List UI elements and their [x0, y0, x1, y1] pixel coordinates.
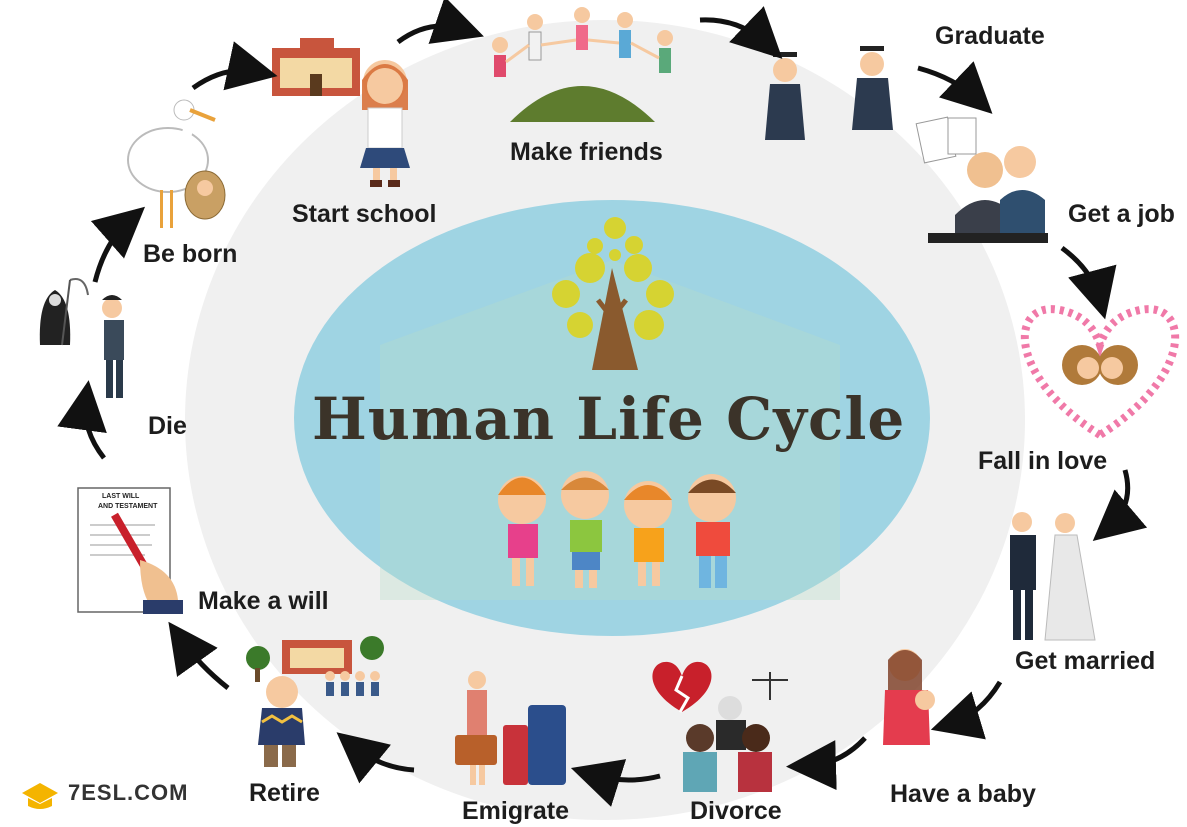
stage-label-emigrate: Emigrate	[462, 797, 569, 825]
brand-logo-icon	[22, 783, 58, 809]
arrow-friends-to-graduate	[699, 6, 783, 59]
children-illustration	[498, 471, 736, 588]
stage-label-graduate: Graduate	[935, 22, 1045, 50]
will-document-line-2: AND TESTAMENT	[98, 503, 158, 510]
stage-label-get-a-job: Get a job	[1068, 200, 1175, 228]
graduates-icon	[765, 46, 893, 140]
arrow-emigrate-to-retire	[336, 732, 415, 784]
arrow-school-to-friends	[396, 0, 484, 45]
stage-label-get-married: Get married	[1015, 647, 1156, 675]
schoolgirl-icon	[360, 60, 410, 187]
tree-icon	[552, 217, 674, 370]
job-interview-icon	[915, 116, 1048, 243]
wedding-couple-icon	[1010, 512, 1096, 641]
stage-label-make-a-will: Make a will	[198, 587, 329, 615]
sad-man-icon	[102, 295, 124, 398]
stage-label-die: Die	[148, 412, 187, 440]
arrow-divorce-to-emigrate	[570, 759, 661, 807]
stage-label-be-born: Be born	[143, 240, 238, 268]
stage-label-have-a-baby: Have a baby	[890, 780, 1036, 808]
stage-label-make-friends: Make friends	[510, 138, 663, 166]
will-document-icon	[77, 487, 183, 614]
mother-baby-icon	[883, 649, 935, 745]
friends-group-icon	[492, 7, 673, 122]
school-building-icon	[272, 38, 360, 96]
brand-name: 7ESL.COM	[68, 780, 189, 805]
stork-icon	[127, 96, 226, 228]
arrow-baby-to-divorce	[786, 736, 867, 791]
arrow-job-to-love	[1060, 245, 1117, 320]
heart-couple-icon	[1020, 305, 1180, 440]
brand-logo[interactable]: 7ESL.COM	[18, 778, 188, 808]
stage-label-fall-in-love: Fall in love	[978, 447, 1108, 475]
arrow-die-to-born	[90, 206, 146, 283]
stage-label-start-school: Start school	[292, 200, 437, 228]
cycle-arrows	[57, 0, 1148, 807]
emigrant-luggage-icon	[455, 671, 566, 785]
will-document-line-1: LAST WILL	[102, 493, 140, 500]
arrow-die-to-will-reverse	[57, 380, 107, 460]
stage-label-retire: Retire	[249, 779, 320, 807]
arrow-retire-to-will	[168, 621, 230, 690]
arrow-graduate-to-job	[917, 61, 993, 114]
divorce-icon	[652, 661, 788, 792]
center-ellipse	[294, 200, 930, 636]
arrow-born-to-school	[191, 41, 278, 91]
arrow-love-to-married	[1092, 469, 1148, 541]
grim-reaper-icon	[39, 278, 89, 346]
stage-label-divorce: Divorce	[690, 797, 782, 825]
diagram-title: Human Life Cycle	[312, 385, 906, 453]
arrow-married-to-baby	[930, 680, 1003, 740]
retiree-icon	[246, 636, 384, 767]
